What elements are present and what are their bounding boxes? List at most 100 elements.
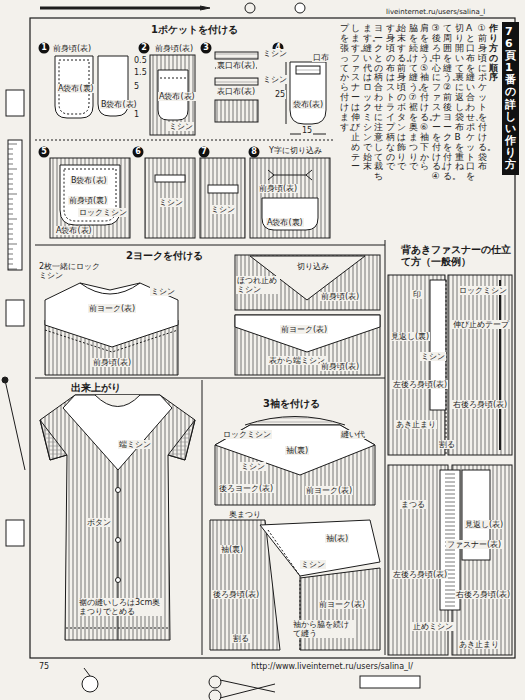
pocket-piece [290, 62, 326, 124]
back-body [210, 520, 280, 650]
part-label: 表から端ミシン [268, 356, 326, 365]
part-label: ミシン [158, 198, 184, 207]
sleeve [260, 520, 380, 576]
circle-fill [133, 147, 144, 158]
thread-spool [6, 520, 24, 546]
thread-spool [6, 90, 24, 116]
part-label: 75 [38, 662, 50, 671]
yoke [215, 425, 375, 475]
instruction-column: 肩を縫う。⑤袖を付ける。⑥袖下から [420, 24, 429, 172]
part-label: 口布 [312, 53, 330, 62]
divider [385, 240, 386, 655]
seam [446, 280, 447, 455]
part-label: 見返し(表) [464, 520, 504, 529]
part-label: 15 [301, 126, 313, 135]
divider [35, 245, 385, 246]
part-label: 1 [133, 110, 140, 119]
step-circle: 2 [138, 42, 150, 54]
part-label: A袋布(裏) [266, 218, 304, 227]
pocket-piece [262, 198, 318, 230]
part-label: ロックミシン [222, 430, 272, 439]
welt-strip [208, 185, 238, 193]
button [116, 538, 121, 543]
instruction-column: す。身頃の布はストライプ柄なので [386, 24, 395, 172]
part-label: 前身頃(表) [92, 358, 132, 367]
part-label: ミシン [240, 462, 266, 471]
scissors [209, 676, 221, 688]
part-label: 止めミシン [412, 622, 454, 631]
part-label: 後ろヨーク(表) [218, 484, 274, 493]
y-cut [268, 170, 312, 180]
part-label: ミシン [210, 205, 236, 214]
part-label: 前ヨーク(表) [318, 600, 366, 609]
part-label: A袋布(裏) [57, 84, 95, 93]
button [116, 578, 121, 583]
instruction-column: 脇を続けて縫う。⑦裾を奥まつりで [409, 24, 418, 172]
step-number: 6 [132, 146, 144, 156]
pocket-slit [155, 175, 185, 182]
part-label: 前ヨーク(表) [88, 304, 136, 313]
part-label: 奥まつり [228, 510, 262, 519]
part-label: 縫い代 [340, 430, 366, 439]
instruction-column: します。ファスナーは伸び止めテー [351, 24, 360, 172]
front-yoke [63, 395, 172, 470]
pencil-tip [200, 6, 210, 10]
part-label: ミシン [262, 49, 288, 58]
pin-cushion [82, 676, 98, 692]
body-piece [50, 158, 130, 238]
pin [84, 668, 90, 676]
part-label: ミシン [262, 75, 288, 84]
front-body [235, 315, 380, 375]
neckline [95, 395, 140, 407]
seam [45, 330, 178, 352]
ruler-ticks [8, 144, 17, 269]
part-label: 前身頃(裏) [68, 196, 108, 205]
section-heading: 3袖を付ける [262, 398, 321, 410]
part-label: 5 [133, 82, 140, 91]
step-number: 2 [138, 42, 150, 52]
sleeve [245, 417, 345, 426]
part-label: 右後ろ身頃(表) [452, 400, 508, 409]
part-label: 切り込み [296, 262, 330, 271]
circle-fill [39, 43, 50, 54]
instruction-column: Aと口布を縫い合わせ、ポケット口を [466, 24, 475, 182]
front-body [235, 255, 380, 310]
body-piece [250, 158, 330, 238]
circle-fill [139, 43, 150, 54]
thimble [245, 3, 255, 13]
tape-measure [360, 676, 420, 688]
part-label: ほつれ止めミシン [236, 276, 280, 294]
left-back-body [388, 275, 445, 455]
part-label: ロックミシン [458, 286, 508, 295]
instruction-column: ヨークとの柄合わせに注意して裁ち [374, 24, 383, 182]
instruction-column: 作り方の順序 [489, 24, 498, 83]
part-label: 端ミシン [118, 440, 152, 449]
neckline [80, 283, 140, 294]
step-circle: 1 [38, 42, 50, 54]
part-label: ファスナー(表) [446, 540, 502, 549]
part-label: 割る [438, 440, 456, 449]
part-label: A袋布(表) [158, 92, 196, 101]
part-label: 前身頃(表) [320, 362, 360, 371]
thread-spool [6, 300, 24, 326]
part-label: http://www.liveinternet.ru/users/salina_… [250, 662, 414, 671]
instruction-column: 始末する。前身頃のボタンは飾りで [397, 24, 406, 172]
part-label: 前身頃(表) [154, 44, 194, 53]
part-label: 右後ろ身頃(表) [455, 590, 511, 599]
divider [35, 378, 385, 379]
body-piece [200, 158, 245, 238]
facing [430, 280, 446, 410]
part-label: liveinternet.ru/users/salina_l [385, 8, 486, 16]
part-label: A袋布(表) [55, 226, 93, 235]
instruction-column: 切り開いて裏に返し、袋布Bを重ね [455, 24, 464, 172]
button [116, 488, 121, 493]
right-back-body [452, 465, 512, 655]
part-label: 左後ろ身頃(表) [392, 570, 448, 579]
instruction-column: て周囲を縫う。②前後ヨークを付ける。 [443, 24, 452, 182]
step-circle: 3 [200, 42, 212, 54]
part-label: 伸び止めテープ [452, 320, 510, 329]
section-heading: 出来上がり [70, 382, 122, 394]
front-body [150, 55, 195, 135]
part-label: 0.5 [133, 56, 148, 65]
part-label: 袖から脇を続けて縫う [292, 620, 356, 638]
